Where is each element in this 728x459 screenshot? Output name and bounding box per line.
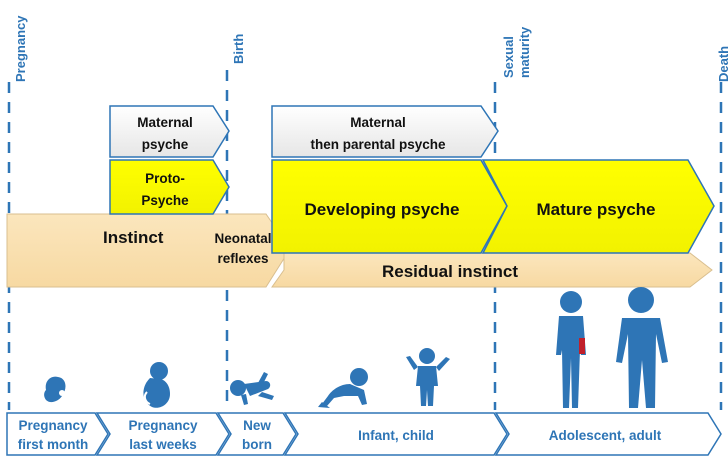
proto-psyche-label-2: Psyche <box>141 193 189 208</box>
neonatal-reflexes-label-1: Neonatal <box>214 231 271 246</box>
stage-pregnancy-last-weeks-label-2: last weeks <box>129 437 197 452</box>
svg-text:maturity: maturity <box>517 26 532 78</box>
fetus-icon <box>143 362 170 408</box>
stage-pregnancy-first-month-label-1: Pregnancy <box>18 418 88 433</box>
stage-pregnancy-first-month <box>6 412 109 456</box>
embryo-icon <box>44 376 66 403</box>
maternal-psyche-label-2: psyche <box>142 137 189 152</box>
stage-newborn-label-2: born <box>242 437 272 452</box>
pregnancy-label: Pregnancy <box>13 15 28 82</box>
stage-infant-child-label: Infant, child <box>358 428 434 443</box>
adult-man-icon <box>616 287 668 408</box>
maternal-parental-label-2: then parental psyche <box>310 137 446 152</box>
maternal-parental-psyche-box <box>271 105 499 158</box>
stage-newborn-label-1: New <box>243 418 271 433</box>
death-label: Death <box>716 46 728 82</box>
residual-instinct-label: Residual instinct <box>382 262 518 281</box>
crawling-baby-icon <box>318 368 368 408</box>
stage-infant-child <box>283 412 508 456</box>
instinct-band <box>6 213 291 288</box>
stage-pregnancy-last-weeks <box>95 412 230 456</box>
maternal-psyche-label-1: Maternal <box>137 115 193 130</box>
developing-psyche-label: Developing psyche <box>305 200 460 219</box>
adolescent-girl-icon <box>556 291 586 408</box>
stage-adolescent-adult <box>494 412 722 456</box>
child-icon <box>406 348 450 406</box>
sexual-maturity-label: Sexual maturity <box>501 26 532 78</box>
mature-psyche-box <box>481 159 715 254</box>
maternal-psyche-box <box>109 105 230 158</box>
stage-adolescent-adult-label: Adolescent, adult <box>549 428 662 443</box>
newborn-icon <box>230 372 274 405</box>
stage-pregnancy-first-month-label-2: first month <box>18 437 89 452</box>
residual-instinct-band <box>271 252 713 288</box>
proto-psyche-label-1: Proto- <box>145 171 185 186</box>
maternal-parental-label-1: Maternal <box>350 115 406 130</box>
developing-psyche-box <box>271 159 508 254</box>
stage-newborn <box>216 412 297 456</box>
stage-timeline: Pregnancy first month Pregnancy last wee… <box>6 412 722 456</box>
mature-psyche-label: Mature psyche <box>536 200 655 219</box>
birth-label: Birth <box>231 34 246 64</box>
stage-pregnancy-last-weeks-label-1: Pregnancy <box>128 418 198 433</box>
instinct-label: Instinct <box>103 228 164 247</box>
svg-text:Sexual: Sexual <box>501 36 516 78</box>
neonatal-reflexes-label-2: reflexes <box>217 251 268 266</box>
proto-psyche-box <box>109 159 230 215</box>
